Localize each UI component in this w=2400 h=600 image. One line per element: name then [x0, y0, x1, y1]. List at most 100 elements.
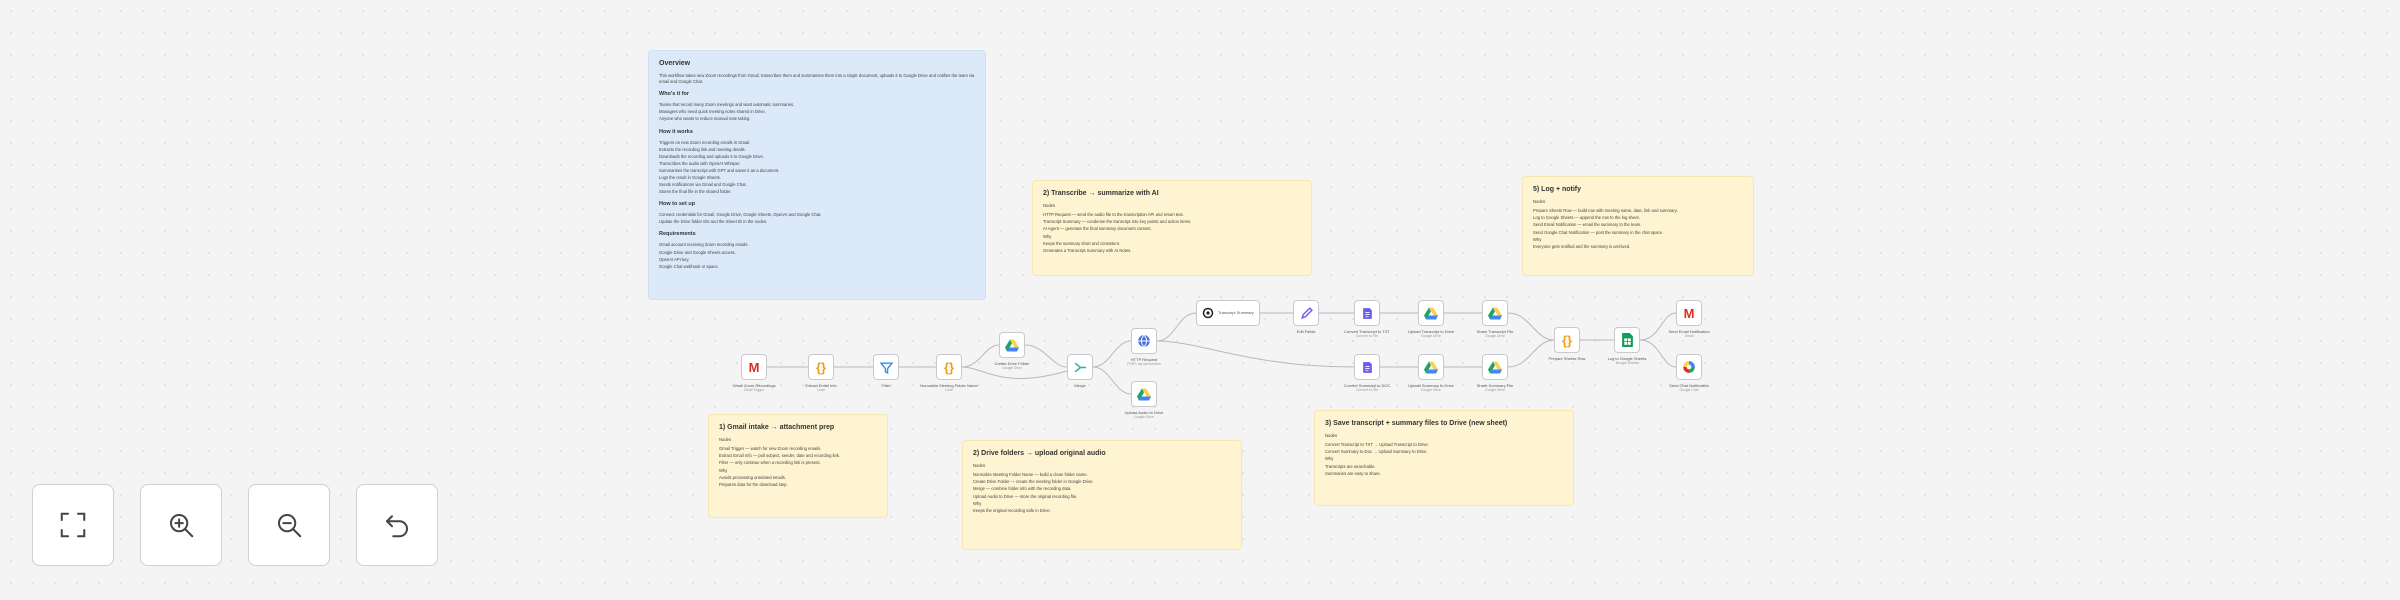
note-line: Why — [1043, 233, 1052, 239]
node-subtitle: Google Drive — [1002, 366, 1022, 370]
note-line: OpenAI API key. — [659, 256, 690, 262]
overview-sticky-note[interactable]: Overview This workflow takes new Zoom re… — [648, 50, 986, 300]
note-line: Avoids processing unrelated emails. — [719, 474, 786, 480]
node-box[interactable] — [1482, 354, 1508, 380]
edge — [961, 344, 1000, 368]
transcribe-sticky-note[interactable]: 2) Transcribe → summarize with AI Nodes … — [1032, 180, 1312, 276]
note-title: 2) Transcribe → summarize with AI — [1043, 190, 1159, 197]
note-line: Keeps the original recording safe in Dri… — [973, 507, 1051, 513]
google-drive-icon — [1488, 361, 1502, 373]
node-subtitle: Google Drive — [1134, 415, 1154, 419]
node-box[interactable] — [1293, 300, 1319, 326]
fit-view-button[interactable] — [32, 484, 114, 566]
note-line: Stores the final file in the shared fold… — [659, 189, 732, 195]
node-box[interactable] — [1354, 300, 1380, 326]
node-subtitle: Google Drive — [1485, 388, 1505, 392]
node-box[interactable] — [1482, 300, 1508, 326]
google-drive-icon — [1424, 361, 1438, 373]
note-line: Everyone gets notified and the summary i… — [1533, 243, 1631, 249]
note-line: Logs the result in Google Sheets. — [659, 175, 721, 181]
zoom-out-button[interactable] — [248, 484, 330, 566]
node-box[interactable] — [1354, 354, 1380, 380]
note-line: Upload Audio to Drive — store the origin… — [973, 493, 1078, 499]
merge-node[interactable]: Merge — [1067, 354, 1093, 388]
note-heading: Who's it for — [659, 91, 690, 98]
reset-zoom-button[interactable] — [356, 484, 438, 566]
note-text: Nodes — [1533, 199, 1546, 205]
node-box[interactable] — [1131, 328, 1157, 354]
note-line: Filter — only continue when a recording … — [719, 460, 821, 466]
node-box[interactable] — [1418, 354, 1444, 380]
filter-node[interactable]: Filter — [873, 354, 899, 388]
node-box[interactable] — [1676, 354, 1702, 380]
node-box[interactable] — [1418, 300, 1444, 326]
node-subtitle: Google Sheets — [1615, 361, 1639, 365]
note-line: Merge — combine folder info with the rec… — [973, 486, 1072, 492]
edge — [1156, 340, 1355, 368]
note-line: Why — [1533, 236, 1542, 242]
node-box[interactable] — [999, 332, 1025, 358]
zoom-in-button[interactable] — [140, 484, 222, 566]
gmail-intake-sticky-note[interactable]: 1) Gmail intake → attachment prep Nodes … — [708, 414, 888, 518]
save-files-sticky-note[interactable]: 3) Save transcript + summary files to Dr… — [1314, 410, 1574, 506]
filter-icon — [879, 361, 893, 374]
note-line: Gmail account receiving Zoom recording e… — [659, 242, 749, 248]
node-label: Create Drive Folder — [994, 361, 1030, 366]
node-label: Send Chat Notification — [1669, 383, 1709, 388]
convert-file-icon — [1362, 307, 1372, 319]
node-label: Log to Google Sheets — [1607, 356, 1647, 361]
google-drive-icon — [1005, 339, 1019, 351]
note-text: This workflow takes new Zoom recordings … — [659, 73, 975, 85]
node-subtitle: Gmail Trigger — [743, 388, 765, 392]
globe-icon — [1138, 334, 1150, 348]
transcript-summary-node[interactable]: Transcript Summary — [1196, 300, 1260, 326]
note-heading: Requirements — [659, 231, 696, 238]
note-heading: How it works — [659, 128, 693, 135]
note-line: Downloads the recording and uploads it t… — [659, 153, 764, 159]
node-box[interactable]: {} — [1554, 327, 1580, 353]
edge — [1092, 366, 1132, 395]
note-line: Generates a Transcript Summary with AI N… — [1043, 247, 1132, 253]
node-box[interactable]: M — [1676, 300, 1702, 326]
node-box[interactable]: {} — [936, 354, 962, 380]
node-box[interactable] — [1131, 381, 1157, 407]
node-label: Upload Summary to Drive — [1408, 383, 1454, 388]
google-drive-icon — [1424, 307, 1438, 319]
drive-upload-sticky-note[interactable]: 2) Drive folders → upload original audio… — [962, 440, 1242, 550]
node-box[interactable] — [1067, 354, 1093, 380]
note-line: Triggers on new Zoom recording emails in… — [659, 139, 751, 145]
node-box[interactable]: M — [741, 354, 767, 380]
node-label: Normalize Meeting Folder Name — [920, 383, 978, 388]
edit-fields-node[interactable]: Edit Fields — [1293, 300, 1319, 334]
edge — [1156, 312, 1197, 342]
code-braces-icon: {} — [1561, 332, 1573, 348]
node-box[interactable]: Transcript Summary — [1196, 300, 1260, 326]
note-heading: How to set up — [659, 201, 696, 208]
pencil-icon — [1300, 306, 1313, 319]
node-subtitle: Code — [944, 388, 954, 392]
log-notify-sticky-note[interactable]: 5) Log + notify Nodes Prepare Sheets Row… — [1522, 176, 1754, 276]
node-box[interactable] — [1614, 327, 1640, 353]
note-line: HTTP Request — send the audio file to th… — [1043, 212, 1184, 218]
prepare-sheets-row-node[interactable]: {} Prepare Sheets Row — [1549, 327, 1585, 361]
node-box[interactable] — [873, 354, 899, 380]
google-chat-icon — [1683, 361, 1695, 373]
node-box[interactable]: {} — [808, 354, 834, 380]
